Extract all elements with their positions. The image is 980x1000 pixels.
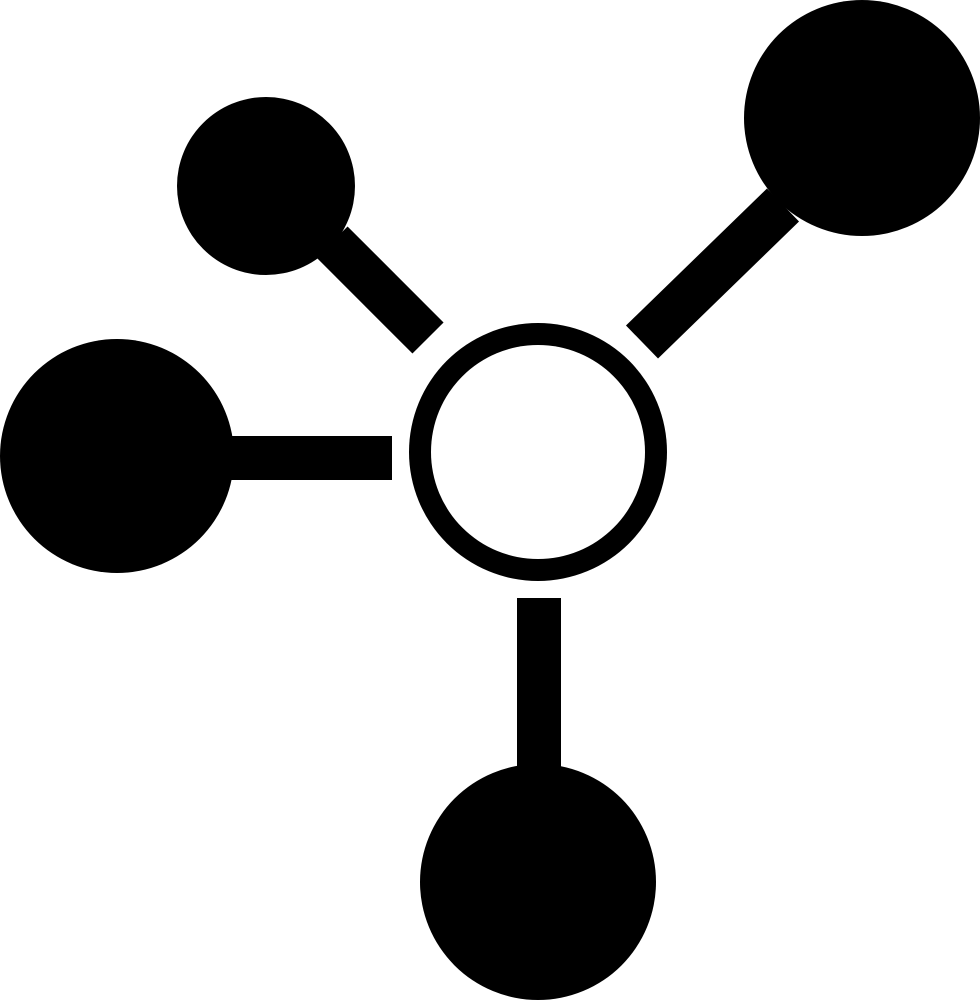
node-top-left	[177, 97, 355, 275]
connector-top-left	[316, 226, 444, 354]
node-top-right	[744, 0, 980, 236]
connector-top-right	[625, 188, 800, 359]
hub-center	[431, 345, 645, 559]
node-left	[0, 339, 234, 573]
node-bottom	[420, 764, 656, 1000]
